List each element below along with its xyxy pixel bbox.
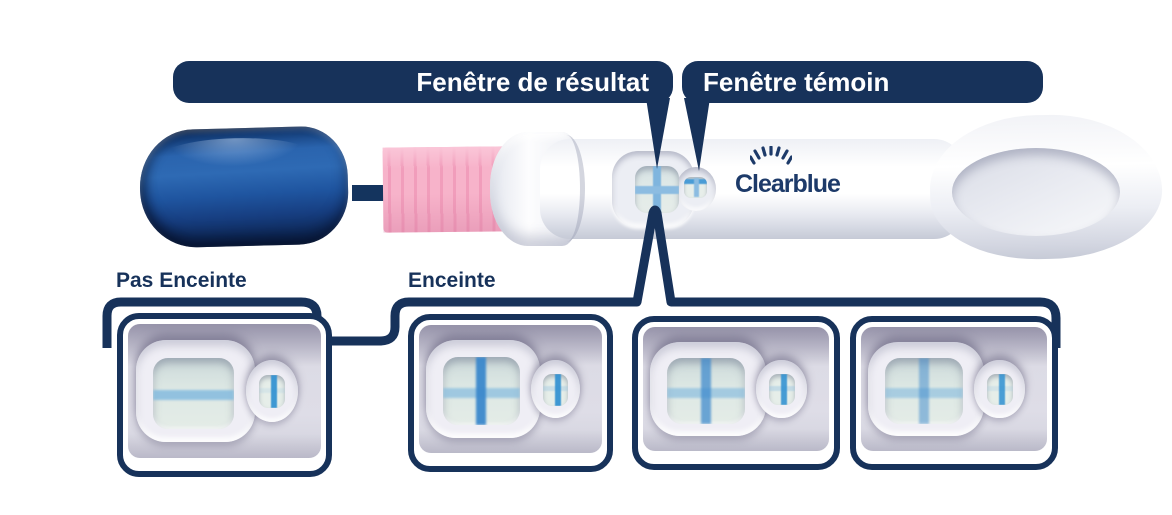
brand-logo: Clearblue [735, 170, 841, 198]
control-window-callout-label: Fenêtre témoin [703, 67, 890, 97]
control-vertical-line [554, 373, 561, 406]
card-slot-pregnant-1 [408, 314, 613, 472]
result-window [635, 166, 679, 213]
thumb-grip-dimple [952, 148, 1120, 236]
result-window-callout-label: Fenêtre de résultat [416, 67, 649, 97]
result-horizontal-line [635, 185, 679, 194]
result-card [117, 313, 332, 477]
control-vertical-line [999, 374, 1006, 406]
body-seam [548, 135, 585, 242]
result-window-callout: Fenêtre de résultat [173, 61, 673, 103]
card-slot-pregnant-3 [850, 316, 1058, 470]
control-window [684, 177, 707, 198]
result-window [667, 358, 746, 424]
result-vertical-line [701, 358, 712, 424]
result-card [632, 316, 840, 470]
control-vertical-line [694, 178, 700, 197]
card-slot-not-pregnant [117, 313, 332, 477]
group-label-pregnant: Enceinte [408, 269, 496, 292]
test-window-photo [861, 327, 1047, 451]
test-cap [138, 125, 350, 249]
control-vertical-line [781, 374, 788, 406]
result-horizontal-line [153, 390, 235, 401]
control-window [543, 373, 569, 406]
control-window [987, 374, 1013, 406]
test-window-photo [419, 325, 602, 453]
control-window [769, 374, 795, 406]
control-window-callout: Fenêtre témoin [682, 61, 1043, 103]
result-window [885, 358, 964, 424]
card-slot-pregnant-2 [632, 316, 840, 470]
result-window [153, 357, 235, 429]
result-vertical-line [919, 358, 930, 424]
result-card [408, 314, 613, 472]
test-window-photo [643, 327, 829, 451]
control-window [259, 374, 286, 409]
result-card [850, 316, 1058, 470]
cap-gloss-highlight [154, 136, 316, 181]
result-window [442, 357, 520, 425]
group-label-not-pregnant: Pas Enceinte [116, 269, 247, 292]
result-vertical-line [476, 357, 487, 425]
starburst-icon [750, 146, 792, 165]
test-window-photo [128, 324, 321, 458]
control-vertical-line [271, 374, 278, 409]
